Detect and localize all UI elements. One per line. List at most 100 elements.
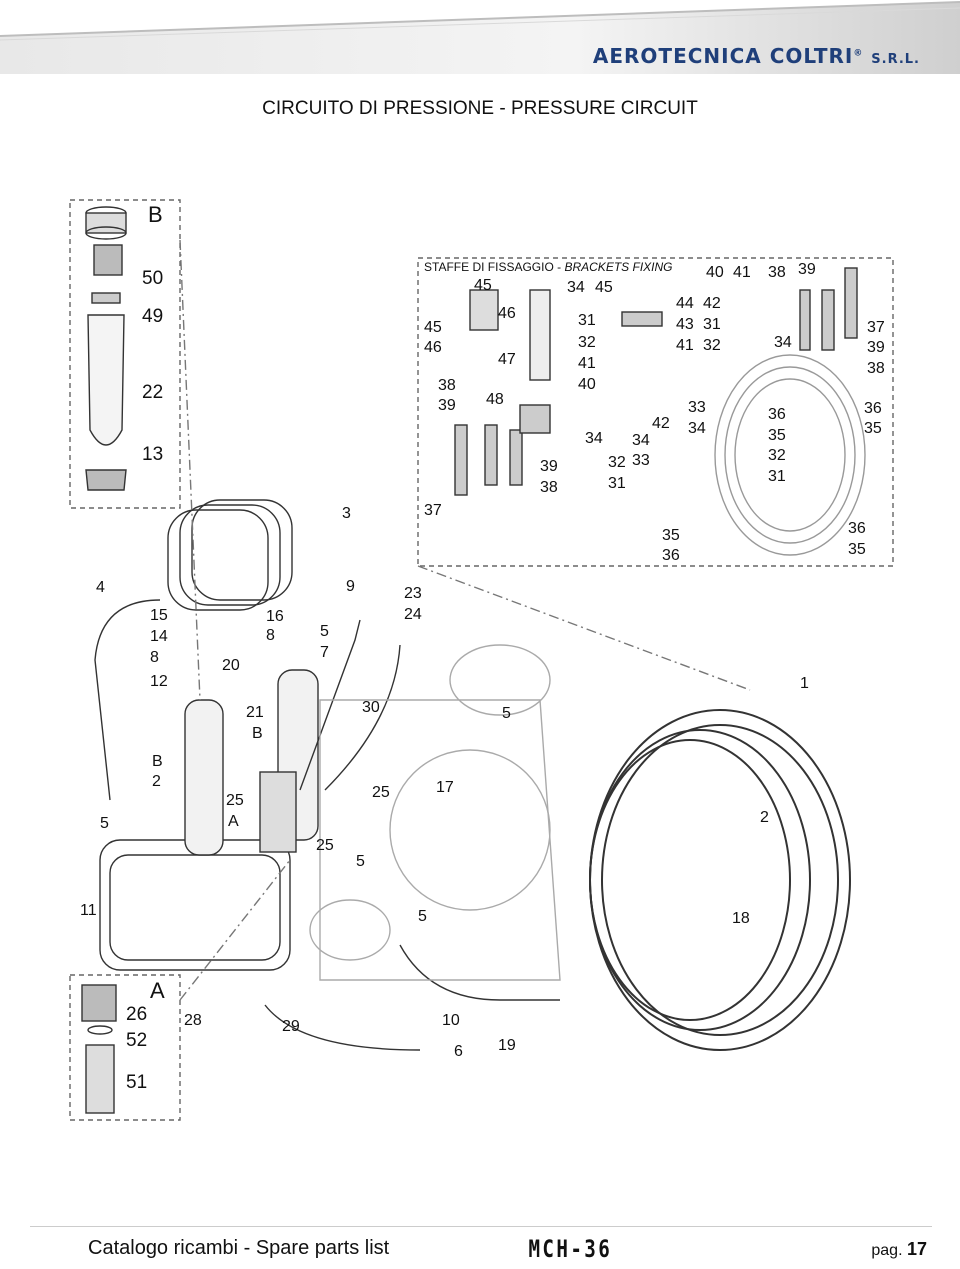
svg-text:8: 8	[266, 627, 275, 644]
svg-text:47: 47	[498, 351, 516, 368]
svg-text:15: 15	[150, 607, 168, 624]
svg-text:32: 32	[768, 447, 786, 464]
bracket-callouts: 45 34 45 40 41 38 39 46 44 42 45 46 31 4…	[424, 261, 885, 564]
svg-text:38: 38	[438, 377, 456, 394]
callout-label: 51	[126, 1072, 147, 1093]
header-swoosh	[0, 1, 960, 74]
svg-text:40: 40	[706, 264, 724, 281]
callout-label: 22	[142, 382, 163, 403]
svg-text:16: 16	[266, 608, 284, 625]
svg-text:39: 39	[867, 339, 885, 356]
brand-logo: AEROTECNICA COLTRI® S.R.L.	[592, 44, 920, 68]
svg-text:35: 35	[662, 527, 680, 544]
svg-text:2: 2	[760, 809, 769, 826]
svg-text:4: 4	[96, 579, 105, 596]
svg-text:21: 21	[246, 704, 264, 721]
svg-text:45: 45	[424, 319, 442, 336]
svg-text:43: 43	[676, 316, 694, 333]
svg-text:44: 44	[676, 295, 694, 312]
svg-text:36: 36	[662, 547, 680, 564]
svg-text:23: 23	[404, 585, 422, 602]
svg-text:8: 8	[150, 649, 159, 666]
svg-text:5: 5	[320, 623, 329, 640]
svg-text:39: 39	[798, 261, 816, 278]
svg-text:5: 5	[418, 908, 427, 925]
svg-text:36: 36	[864, 400, 882, 417]
callout-label: 52	[126, 1030, 147, 1051]
svg-text:41: 41	[733, 264, 751, 281]
svg-text:34: 34	[567, 279, 585, 296]
svg-text:39: 39	[540, 458, 558, 475]
svg-text:45: 45	[595, 279, 613, 296]
page-title: CIRCUITO DI PRESSIONE - PRESSURE CIRCUIT	[262, 98, 698, 119]
footer-model: MCH-36	[528, 1235, 613, 1263]
svg-text:5: 5	[100, 815, 109, 832]
svg-text:25: 25	[316, 837, 334, 854]
svg-text:31: 31	[768, 468, 786, 485]
svg-text:10: 10	[442, 1012, 460, 1029]
brackets-caption: STAFFE DI FISSAGGIO - BRACKETS FIXING	[424, 260, 673, 274]
svg-text:33: 33	[632, 452, 650, 469]
svg-text:17: 17	[436, 779, 454, 796]
callout-label: 50	[142, 268, 163, 289]
callout-label: 49	[142, 306, 163, 327]
svg-text:36: 36	[768, 406, 786, 423]
svg-text:42: 42	[652, 415, 670, 432]
svg-text:32: 32	[608, 454, 626, 471]
svg-text:B: B	[152, 753, 163, 770]
svg-text:20: 20	[222, 657, 240, 674]
pressure-circuit-drawing: B 50 49 22 13 A 26 52 51 STAFFE DI FISSA…	[69, 199, 894, 1121]
svg-text:5: 5	[356, 853, 365, 870]
svg-text:33: 33	[688, 399, 706, 416]
svg-text:18: 18	[732, 910, 750, 927]
svg-text:38: 38	[867, 360, 885, 377]
svg-text:32: 32	[578, 334, 596, 351]
svg-text:5: 5	[502, 705, 511, 722]
svg-text:6: 6	[454, 1043, 463, 1060]
svg-text:38: 38	[768, 264, 786, 281]
svg-text:25: 25	[226, 792, 244, 809]
svg-text:41: 41	[676, 337, 694, 354]
svg-text:46: 46	[424, 339, 442, 356]
inset-a-letter: A	[150, 978, 165, 1003]
svg-text:14: 14	[150, 628, 168, 645]
footer-catalog-label: Catalogo ricambi - Spare parts list	[88, 1237, 390, 1259]
svg-text:31: 31	[578, 312, 596, 329]
svg-text:2: 2	[152, 773, 161, 790]
inset-b-frame	[69, 199, 181, 509]
svg-text:25: 25	[372, 784, 390, 801]
svg-text:39: 39	[438, 397, 456, 414]
svg-text:35: 35	[848, 541, 866, 558]
svg-text:A: A	[228, 813, 239, 830]
svg-text:19: 19	[498, 1037, 516, 1054]
svg-text:37: 37	[867, 319, 885, 336]
svg-text:11: 11	[80, 902, 97, 919]
svg-text:36: 36	[848, 520, 866, 537]
svg-text:41: 41	[578, 355, 596, 372]
footer: Catalogo ricambi - Spare parts list MCH-…	[30, 1226, 932, 1267]
svg-text:31: 31	[703, 316, 721, 333]
brackets-frame	[417, 257, 894, 567]
svg-text:29: 29	[282, 1018, 300, 1035]
page-number: pag. 17	[871, 1239, 927, 1259]
svg-text:35: 35	[768, 427, 786, 444]
svg-text:42: 42	[703, 295, 721, 312]
svg-text:46: 46	[498, 305, 516, 322]
svg-text:9: 9	[346, 578, 355, 595]
svg-text:45: 45	[474, 277, 492, 294]
svg-text:B: B	[252, 725, 263, 742]
svg-text:30: 30	[362, 699, 380, 716]
svg-text:31: 31	[608, 475, 626, 492]
svg-text:34: 34	[688, 420, 706, 437]
inset-b-letter: B	[148, 202, 163, 227]
svg-text:38: 38	[540, 479, 558, 496]
callout-label: 26	[126, 1004, 147, 1025]
svg-text:34: 34	[585, 430, 603, 447]
svg-text:37: 37	[424, 502, 442, 519]
svg-text:34: 34	[774, 334, 792, 351]
svg-text:7: 7	[320, 644, 329, 661]
svg-text:35: 35	[864, 420, 882, 437]
svg-text:32: 32	[703, 337, 721, 354]
svg-text:48: 48	[486, 391, 504, 408]
header-band: AEROTECNICA COLTRI® S.R.L.	[0, 0, 960, 74]
